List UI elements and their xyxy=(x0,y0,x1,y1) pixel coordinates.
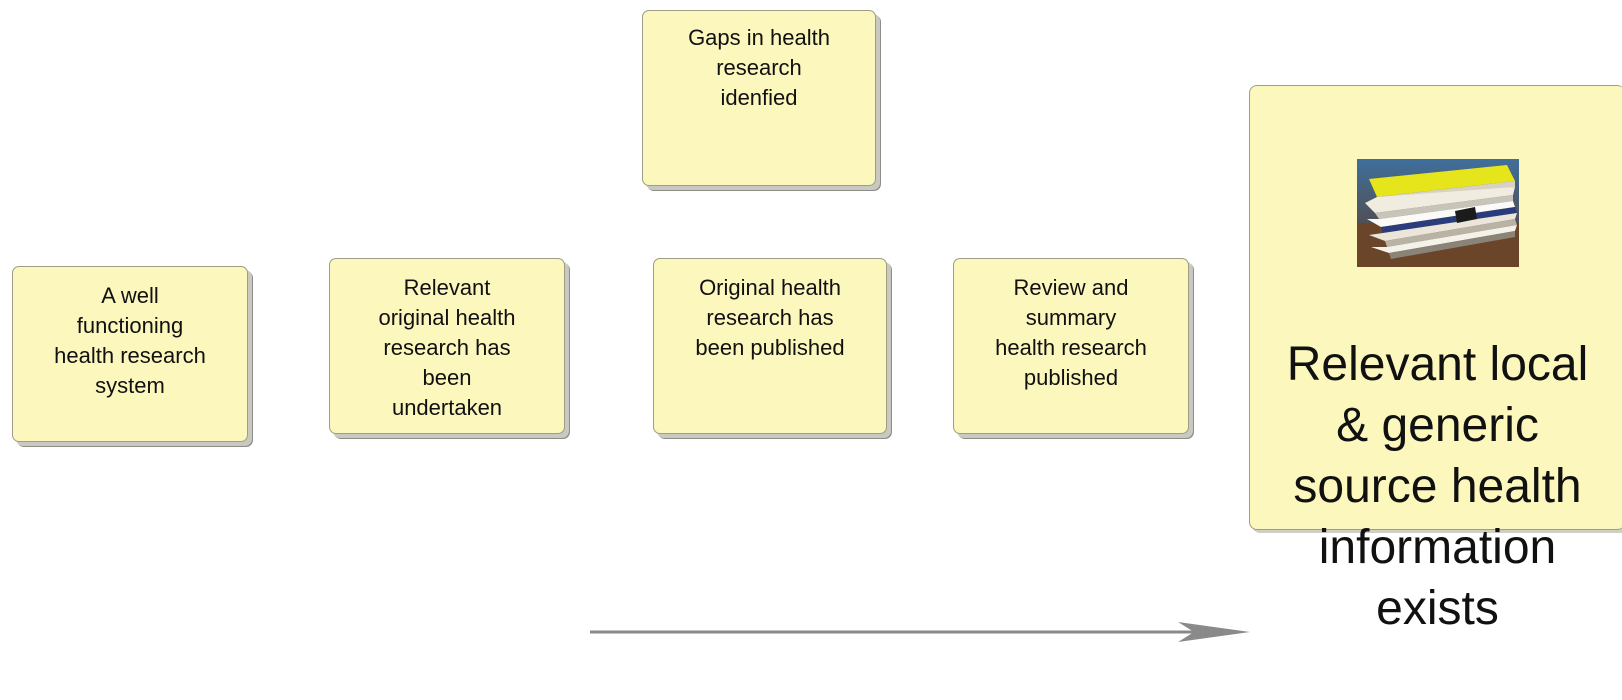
node-gaps-in-health-research[interactable]: Gaps in health research idenfied xyxy=(642,10,876,186)
node-relevant-health-information-exists[interactable]: Relevant local & generic source health i… xyxy=(1249,85,1622,635)
node-original-research-published[interactable]: Original health research has been publis… xyxy=(653,258,887,434)
node-well-functioning-health-research-system[interactable]: A well functioning health research syste… xyxy=(12,266,248,442)
flow-arrow xyxy=(590,622,1250,642)
node-review-summary-published[interactable]: Review and summary health research publi… xyxy=(953,258,1189,434)
node-label: Relevant local & generic source health i… xyxy=(1286,338,1589,635)
node-original-research-undertaken[interactable]: Relevant original health research has be… xyxy=(329,258,565,434)
stack-of-journals-photo xyxy=(1356,159,1519,267)
